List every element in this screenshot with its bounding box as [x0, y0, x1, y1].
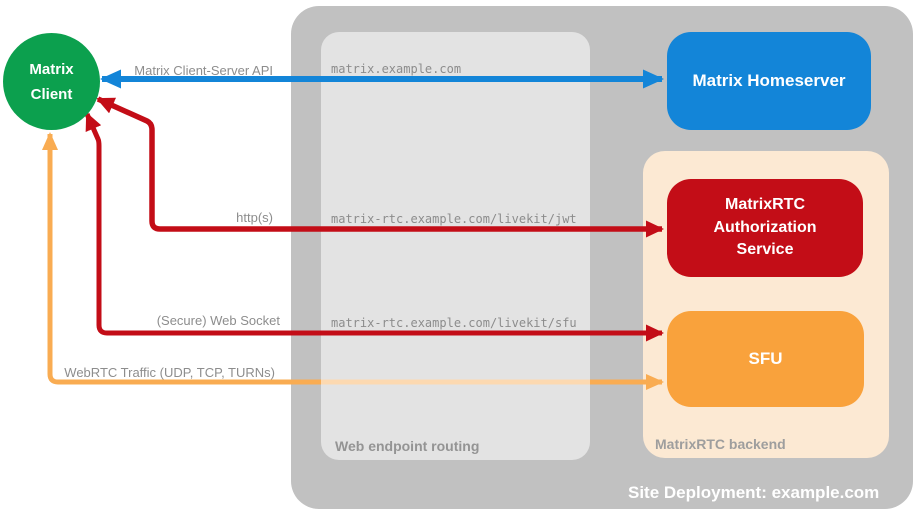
matrix-homeserver-label: Matrix Homeserver: [692, 71, 846, 90]
https-arrow-label: http(s): [236, 210, 273, 225]
sfu-label: SFU: [748, 349, 783, 368]
site-deployment-caption: Site Deployment: example.com: [628, 483, 880, 502]
matrix-client-label-line1: Matrix: [29, 60, 74, 78]
matrixrtc-backend-caption: MatrixRTC backend: [655, 436, 786, 452]
matrix-client-label-line2: Client: [30, 85, 73, 103]
endpoint-livekit-sfu: matrix-rtc.example.com/livekit/sfu: [331, 316, 577, 330]
matrix-client-server-api-arrow-label: Matrix Client-Server API: [134, 63, 273, 78]
secure-web-socket-arrow-label: (Secure) Web Socket: [156, 313, 280, 328]
webrtc-traffic-arrow-label: WebRTC Traffic (UDP, TCP, TURNs): [64, 365, 275, 380]
sfu-node: SFU: [667, 311, 864, 407]
matrixrtc-authorization-service-label: MatrixRTC Authorization Service: [713, 196, 817, 259]
matrix-homeserver-node: Matrix Homeserver: [667, 32, 871, 130]
endpoint-matrix-example-com: matrix.example.com: [331, 62, 462, 76]
web-endpoint-routing-container: [321, 32, 590, 460]
endpoint-livekit-jwt: matrix-rtc.example.com/livekit/jwt: [331, 212, 577, 226]
matrixrtc-authorization-service-node: MatrixRTC Authorization Service: [667, 179, 863, 277]
matrix-client-node: Matrix Client: [3, 33, 100, 130]
web-endpoint-routing-caption: Web endpoint routing: [335, 438, 480, 454]
